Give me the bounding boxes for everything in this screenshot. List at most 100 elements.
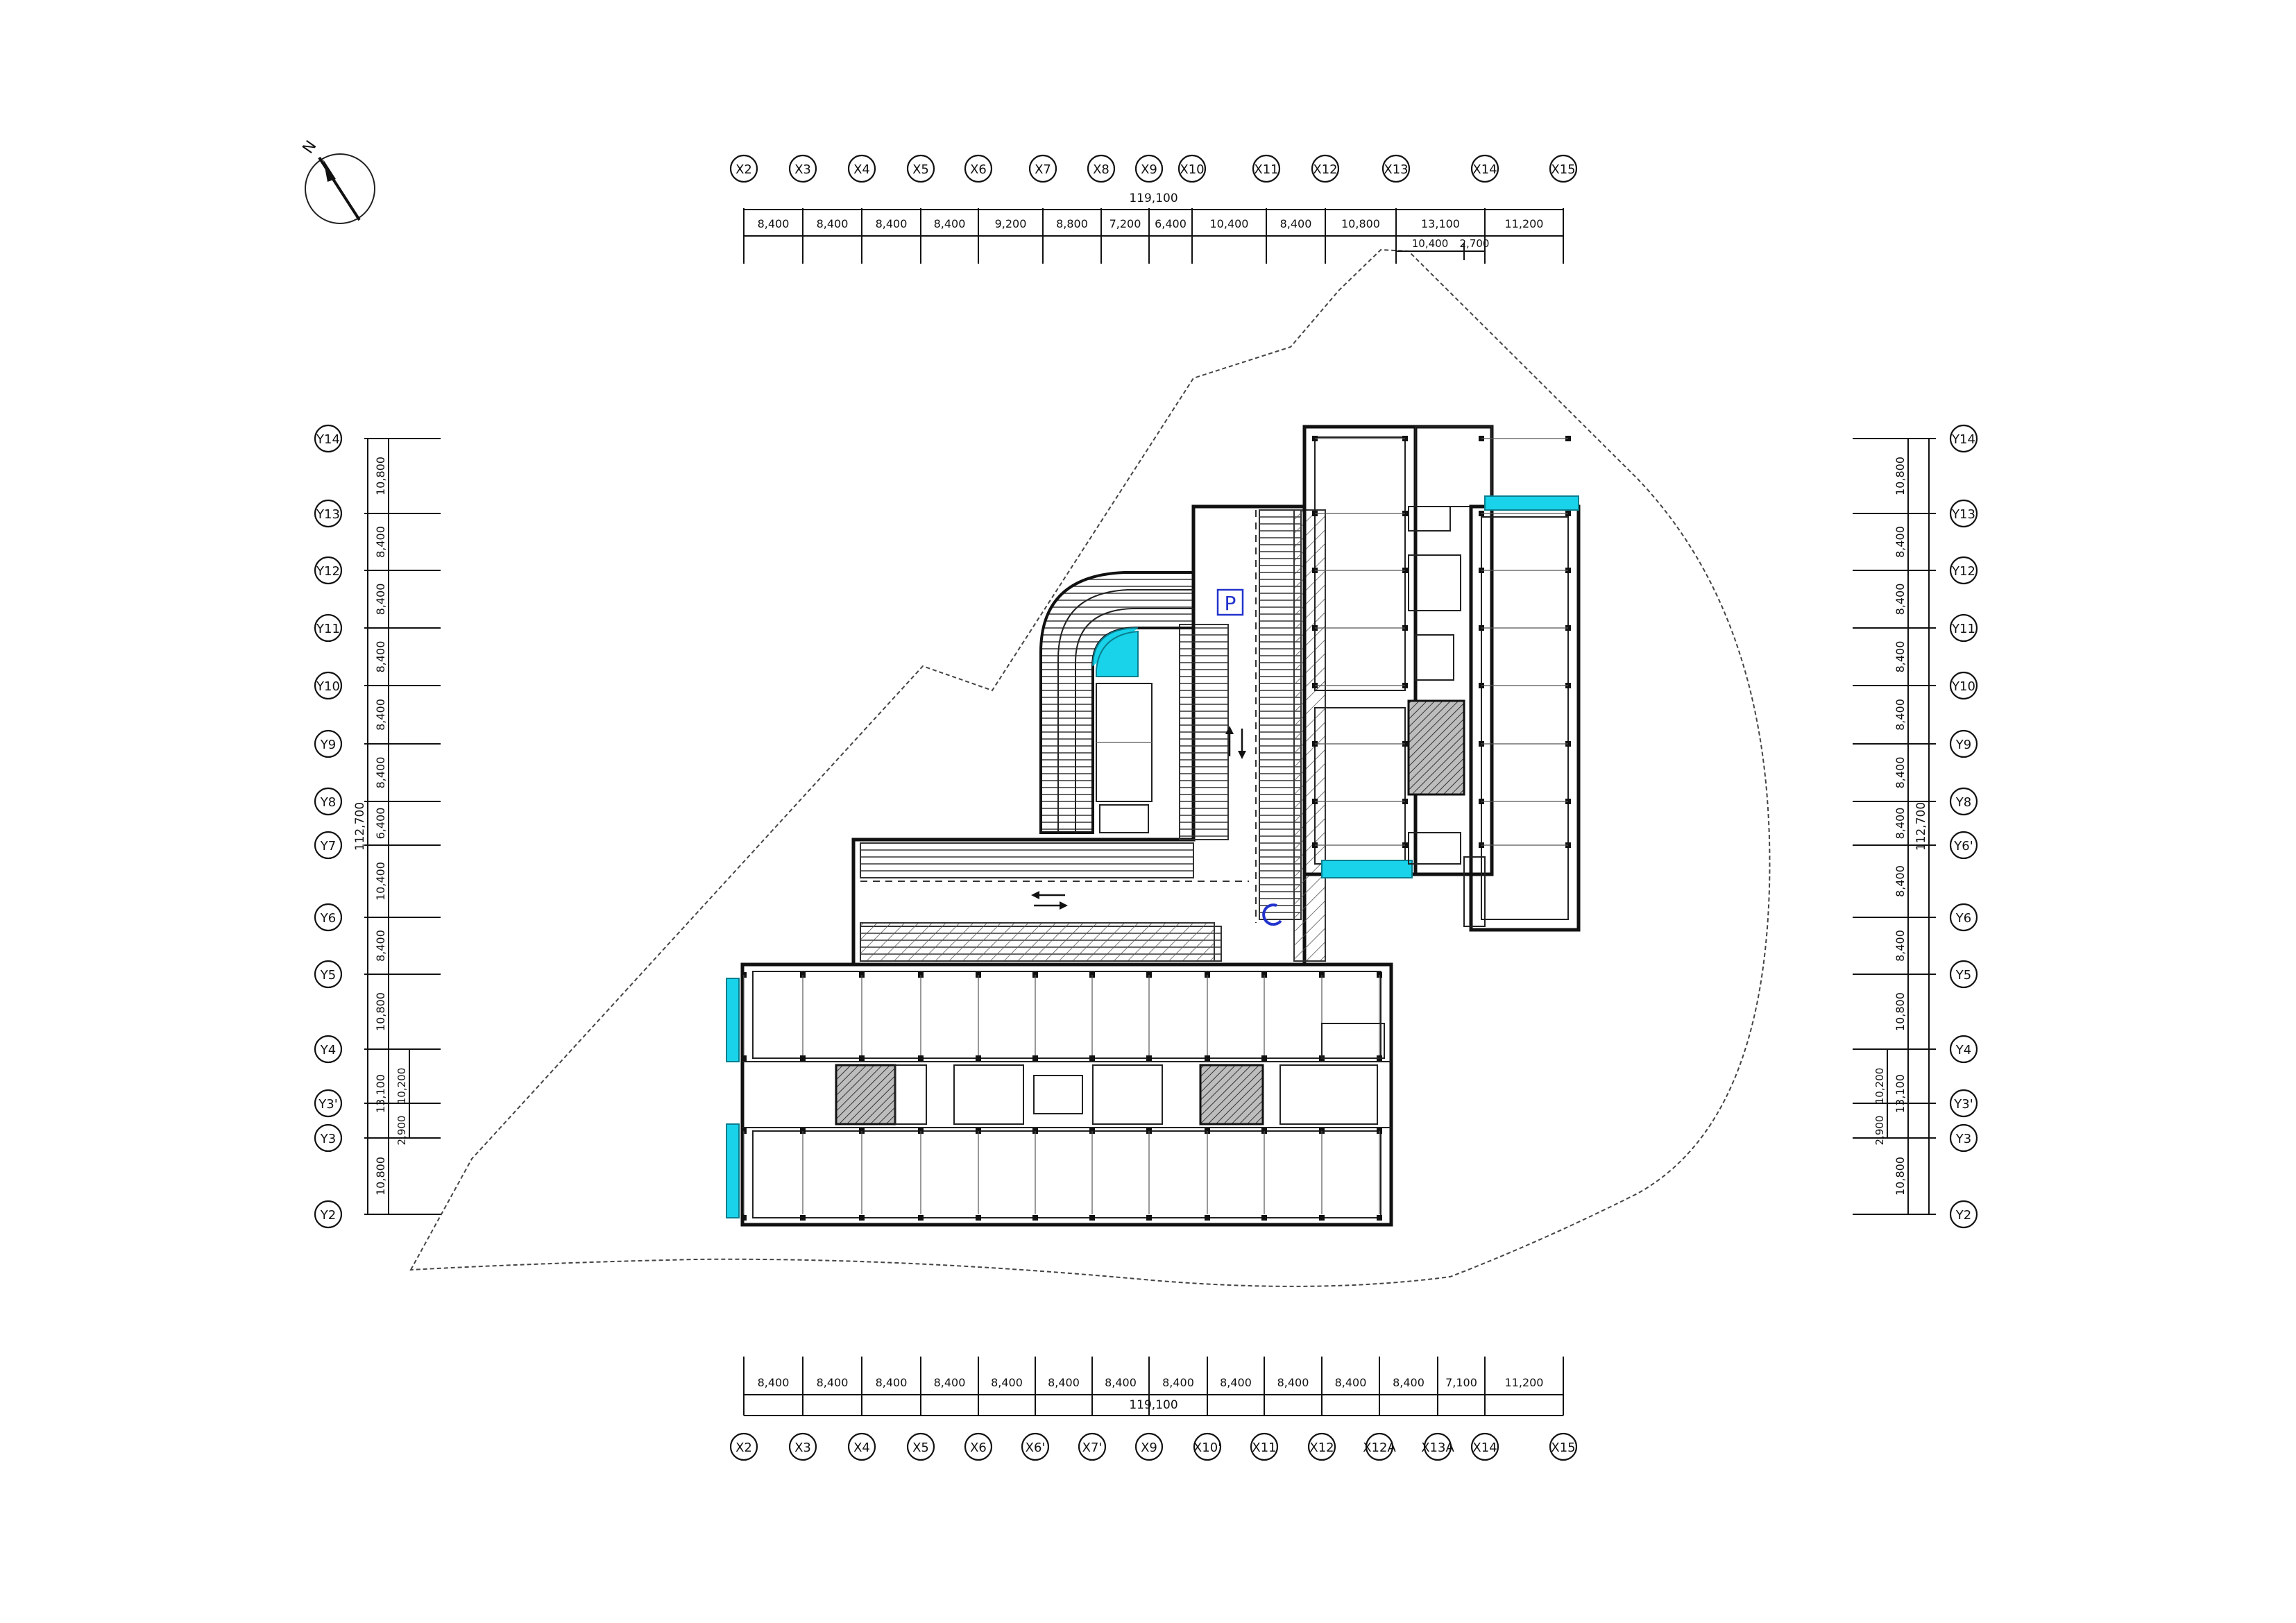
total-dimension-label: 119,100 [1129,1398,1177,1412]
grid-bubble-circle [1549,154,1578,183]
curtain-wall-glazing [726,978,740,1062]
grid-bubble: Y3 [314,1123,343,1153]
total-dimension-label: 112,700 [353,802,367,851]
span-dimension-label: 8,400 [374,584,387,615]
grid-bubble-circle [847,154,876,183]
sub-span-label: 10,200 [1873,1068,1886,1105]
north-arrow: N [300,137,375,224]
grid-bubble-circle [964,154,993,183]
toilet-core-1 [953,1064,1024,1125]
grid-bubble: X7 [1028,154,1057,183]
grid-bubble-circle [788,154,817,183]
grid-bubble-label: Y6 [1955,911,1971,926]
grid-bubble: Y8 [1949,787,1978,816]
span-dimension-label: 8,400 [1894,699,1907,731]
grid-bubble-label: Y13 [1951,507,1975,522]
grid-bubble-circle [1177,154,1207,183]
grid-bubble: Y9 [314,729,343,758]
grid-bubble: X15 [1549,1432,1578,1461]
span-dimension-label: 10,800 [1894,457,1907,495]
north-label: N [300,137,321,157]
structural-column [1089,1215,1095,1221]
span-dimension-label: 13,100 [1421,217,1460,230]
grid-bubble: X3 [788,154,817,183]
grid-bubble: X12 [1307,1432,1336,1461]
grid-bubble-circle [1949,1035,1978,1064]
grid-bubble: Y2 [314,1200,343,1229]
curved-ramp [1039,571,1195,834]
grid-bubble-circle [314,613,343,643]
structural-column [859,1215,865,1221]
grid-bubble-circle [1949,729,1978,758]
grid-bubble-label: Y14 [316,432,340,447]
grid-bubble-label: X13A [1421,1441,1454,1455]
span-dimension-label: 8,400 [1894,526,1907,558]
grid-bubble-circle [788,1432,817,1461]
span-dimension-label: 8,400 [991,1376,1023,1389]
grid-bubble-circle [314,499,343,528]
span-dimension-label: 8,400 [876,217,908,230]
span-dimension-label: 8,400 [1162,1376,1194,1389]
grid-bubble-label: Y4 [320,1043,336,1057]
span-dimension-label: 8,400 [1894,808,1907,840]
grid-bubble: X4 [847,154,876,183]
span-dimension-label: 8,400 [374,699,387,731]
grid-bubble: Y3' [314,1089,343,1118]
span-dimension-label: 8,400 [1105,1376,1137,1389]
span-dimension-label: 8,400 [1277,1376,1309,1389]
grid-bubble-circle [1028,154,1057,183]
span-dimension-label: 6,400 [374,808,387,840]
structural-column [976,1215,981,1221]
grid-bubble: Y6 [314,903,343,932]
grid-bubble-circle [1087,154,1116,183]
grid-bubble: Y6' [1949,831,1978,860]
grid-bubble-circle [1134,154,1164,183]
grid-bubble: X12 [1311,154,1340,183]
stair-core-3 [1407,699,1465,796]
span-dimension-label: 8,400 [374,930,387,962]
span-dimension-label: 8,400 [1894,930,1907,962]
structural-column [1319,1215,1325,1221]
sub-span-label: 10,200 [396,1068,408,1105]
grid-bubble-circle [314,1089,343,1118]
grid-bubble-circle [1949,671,1978,700]
grid-bubble: Y3' [1949,1089,1978,1118]
toilet-core-3 [1408,554,1461,611]
grid-bubble-label: Y8 [320,795,336,810]
grid-bubble-circle [314,1200,343,1229]
grid-bubble: X8 [1087,154,1116,183]
grid-bubble-label: X14 [1472,1441,1497,1455]
span-dimension-label: 8,400 [374,757,387,789]
grid-bubble-label: Y9 [320,738,336,752]
grid-bubble-label: Y5 [320,968,336,983]
span-dimension-label: 8,400 [1894,641,1907,673]
grid-bubble-circle [1949,1123,1978,1153]
span-dimension-label: 6,400 [1155,217,1187,230]
span-dimension-label: 13,100 [374,1074,387,1113]
grid-bubble-circle [964,1432,993,1461]
grid-bubble-label: X4 [853,162,870,177]
grid-bubble-circle [1949,1200,1978,1229]
span-dimension-label: 8,400 [1220,1376,1252,1389]
span-dimension-label: 11,200 [1505,217,1544,230]
span-dimension-label: 8,400 [934,1376,966,1389]
toilet-core-2 [1092,1064,1163,1125]
grid-bubble: Y13 [1949,499,1978,528]
curtain-wall-glazing [726,1123,740,1218]
grid-left: Y14Y13Y12Y11Y10Y9Y8Y7Y6Y5Y4Y3'Y3Y210,800… [314,424,441,1229]
span-dimension-label: 10,400 [1210,217,1249,230]
grid-bubble: X14 [1470,1432,1499,1461]
span-dimension-label: 10,800 [374,1157,387,1196]
span-dimension-label: 10,800 [1894,1157,1907,1196]
grid-bubble-circle [1311,154,1340,183]
structural-column [741,1215,747,1221]
span-dimension-label: 8,400 [934,217,966,230]
structural-column [1205,1055,1210,1061]
grid-bubble-circle [906,1432,935,1461]
structural-column [1089,1055,1095,1061]
span-dimension-label: 8,400 [758,217,790,230]
grid-bubble: X2 [729,1432,758,1461]
grid-bubble-label: Y7 [320,839,336,853]
grid-bubble-circle [1134,1432,1164,1461]
